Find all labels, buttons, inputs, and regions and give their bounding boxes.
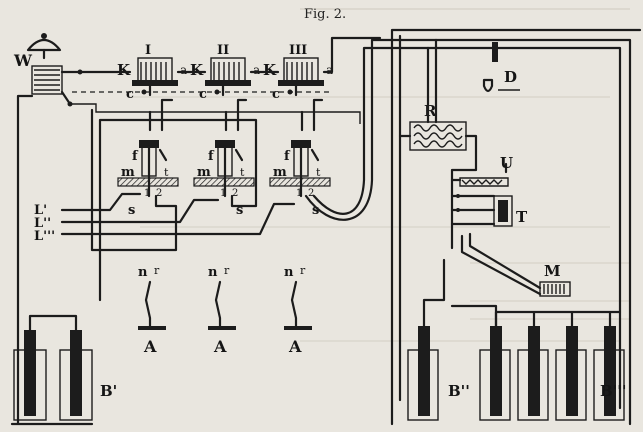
- relay-label-2: II: [217, 43, 229, 58]
- line-wire-3: [60, 202, 296, 236]
- label-a-1: a: [180, 63, 187, 77]
- s-curve-cable-outer: [304, 38, 438, 221]
- label-D: D: [504, 68, 517, 86]
- line-label-3: L''': [34, 229, 55, 244]
- battery-label-2: B'': [448, 382, 470, 400]
- relay-unit-1: [132, 57, 178, 97]
- figure-caption: Fig. 2.: [304, 7, 346, 22]
- left-outer-wire: [10, 94, 94, 426]
- bell-w: [26, 33, 83, 107]
- line-label-2: L'': [34, 216, 51, 231]
- label-1-2: 1: [220, 188, 226, 199]
- battery-label-3: B''': [600, 382, 626, 400]
- line-label-1: L': [34, 203, 47, 218]
- switch-bus-wires: [90, 108, 258, 302]
- label-r-2: r: [224, 264, 230, 277]
- label-2-3: 2: [308, 188, 314, 199]
- label-T: T: [516, 208, 528, 226]
- label-f-3: f: [284, 149, 291, 164]
- label-s-1: s: [128, 203, 135, 218]
- label-c-3: c: [272, 87, 280, 102]
- label-A-3: A: [288, 337, 302, 356]
- right-left-rail: [390, 28, 642, 426]
- label-m-2: m: [197, 165, 211, 180]
- label-t-3: t: [316, 166, 321, 179]
- coil-wires: [398, 38, 478, 250]
- bell-return-wire: [70, 103, 361, 124]
- coil-r: [409, 121, 467, 151]
- key-2: [208, 280, 236, 330]
- relay-ut: [450, 162, 513, 227]
- label-1-3: 1: [296, 188, 302, 199]
- battery-label-1: B': [100, 382, 117, 400]
- label-2-1: 2: [156, 188, 162, 199]
- label-f-2: f: [208, 149, 215, 164]
- key-1: [138, 280, 166, 330]
- line-wire-1: [60, 192, 142, 212]
- switch-3: [269, 98, 331, 198]
- battery-b2: [407, 258, 446, 421]
- label-U: U: [500, 154, 513, 172]
- magnet-m: [460, 232, 571, 297]
- key-3: [284, 280, 312, 330]
- label-A-1: A: [143, 337, 157, 356]
- show-through-text: [130, 8, 630, 342]
- label-r-3: r: [300, 264, 306, 277]
- label-a-3: a: [326, 63, 333, 77]
- label-A-2: A: [213, 337, 227, 356]
- label-s-2: s: [236, 203, 243, 218]
- relay-label-3: III: [289, 43, 307, 58]
- relay-label-1: I: [145, 43, 151, 58]
- label-K-2: K: [190, 61, 204, 79]
- label-K-3: K: [263, 61, 277, 79]
- label-a-2: a: [253, 63, 260, 77]
- relay-unit-2: [205, 57, 251, 97]
- label-t-1: t: [164, 166, 169, 179]
- device-d: [482, 42, 520, 93]
- label-n-2: n: [208, 265, 218, 280]
- label-M: M: [544, 262, 561, 280]
- label-c-2: c: [199, 87, 207, 102]
- label-W: W: [13, 51, 33, 70]
- line-wire-2: [60, 198, 220, 224]
- battery-b1: [13, 314, 93, 421]
- label-n-1: n: [138, 265, 148, 280]
- s-curve-cable-inner: [312, 46, 430, 215]
- label-2-2: 2: [232, 188, 238, 199]
- label-c-1: c: [126, 87, 134, 102]
- label-f-1: f: [132, 149, 139, 164]
- relay-unit-3: [278, 57, 324, 97]
- label-1-1: 1: [144, 188, 150, 199]
- label-n-3: n: [284, 265, 294, 280]
- label-m-3: m: [273, 165, 287, 180]
- battery-b3: [450, 304, 625, 421]
- top-bus-wire: [78, 36, 382, 74]
- label-r-1: r: [154, 264, 160, 277]
- label-K-1: K: [117, 61, 131, 79]
- label-t-2: t: [240, 166, 245, 179]
- label-m-1: m: [121, 165, 135, 180]
- switch-1: [117, 98, 179, 198]
- switch-2: [193, 98, 255, 198]
- label-s-3: s: [312, 203, 319, 218]
